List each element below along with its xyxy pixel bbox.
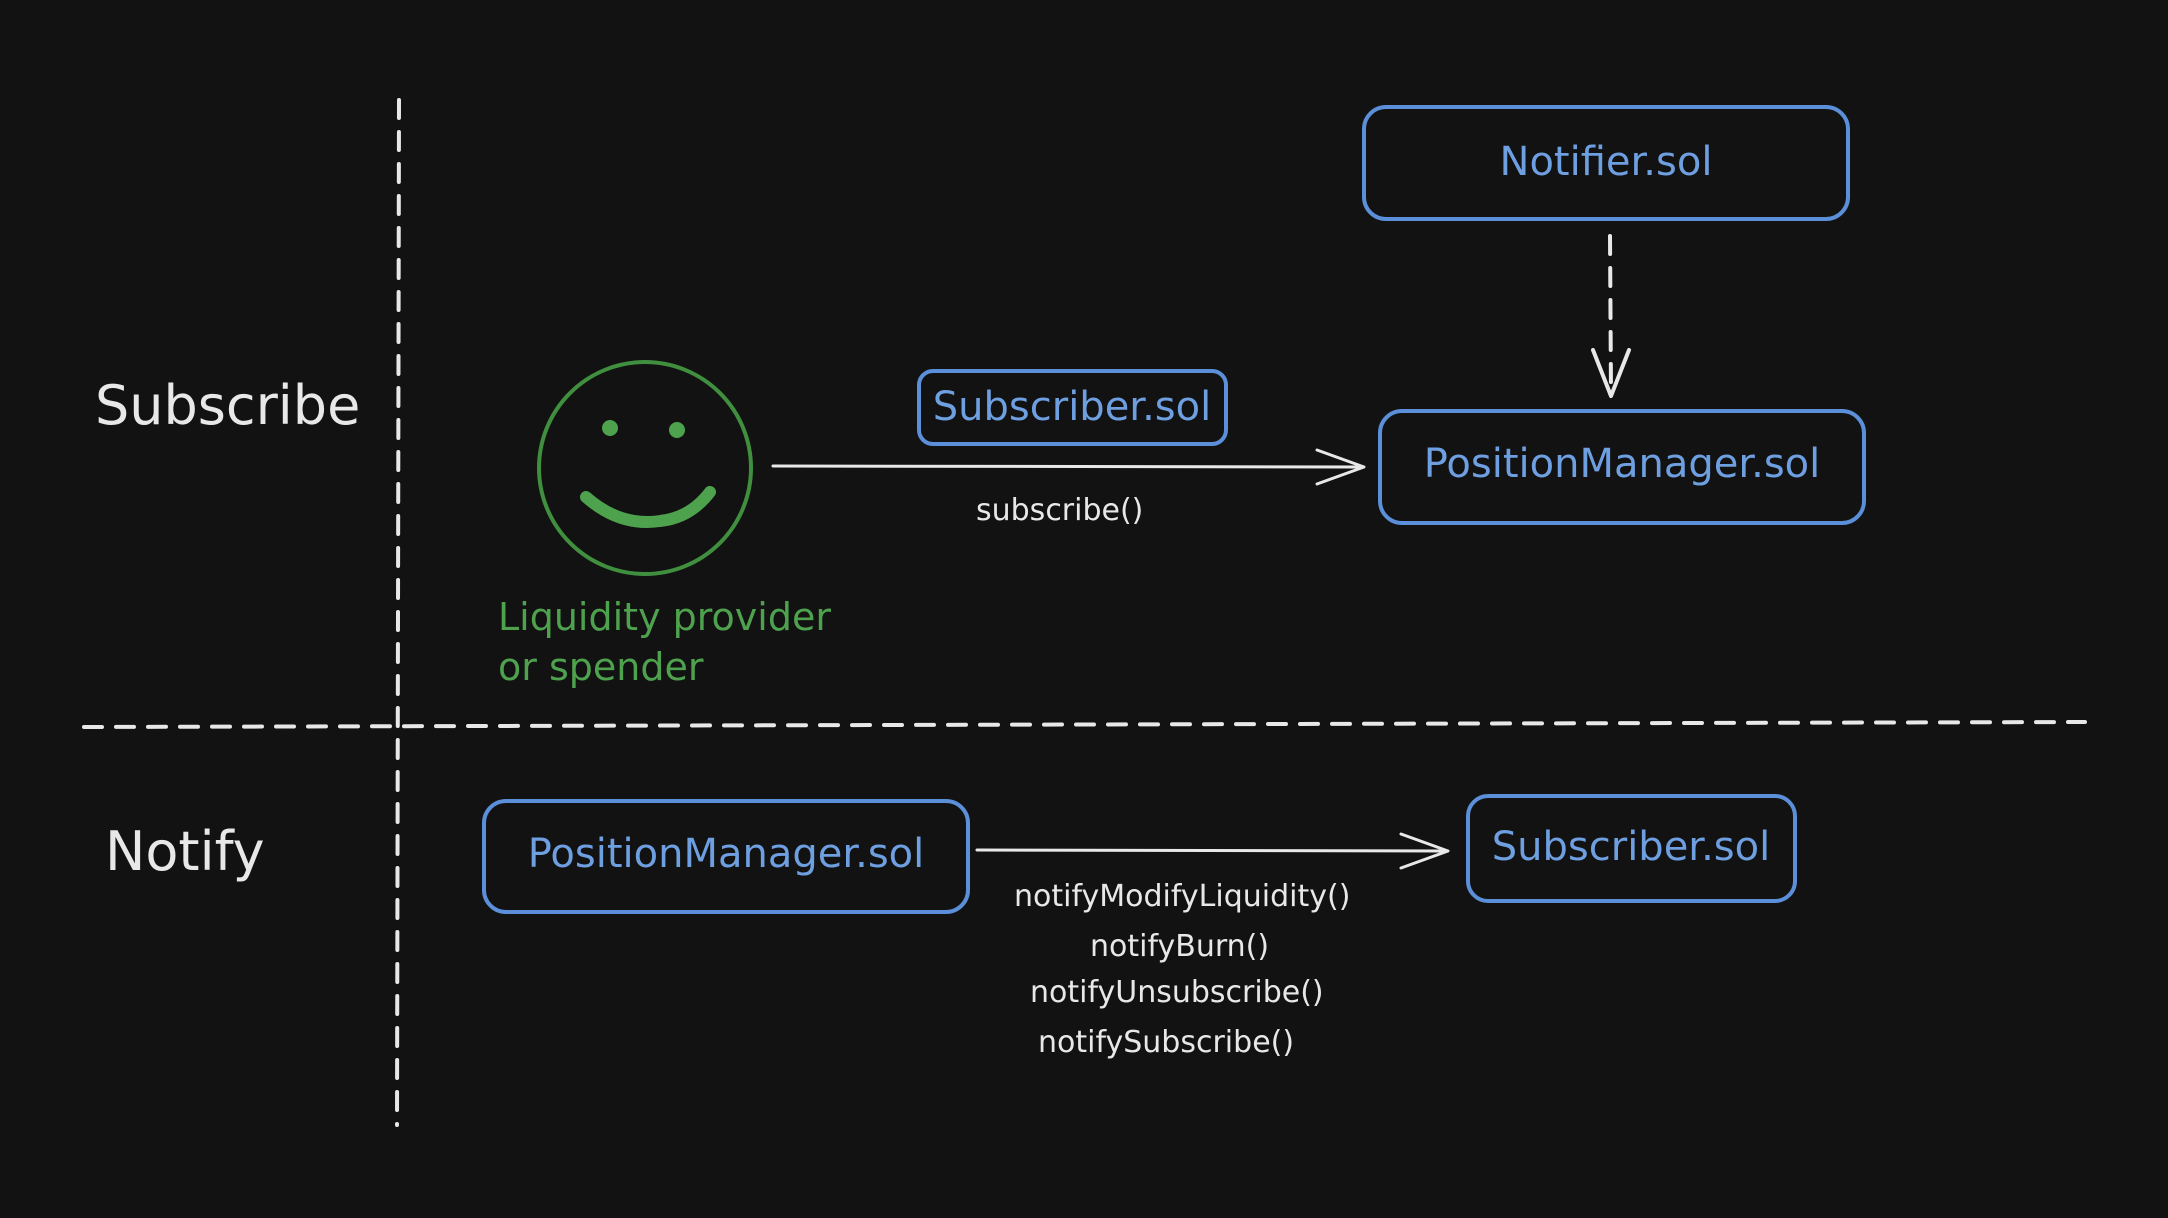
notifier-dependency-arrowhead	[1591, 348, 1631, 398]
actor-label: Liquidity provider or spender	[498, 595, 843, 689]
notify-call-label-1: notifyModifyLiquidity()	[1014, 879, 1350, 914]
lane-label-notify: Notify	[105, 820, 265, 883]
position-manager-box-notify-label: PositionManager.sol	[528, 831, 925, 877]
subscribe-call-label: subscribe()	[976, 493, 1143, 528]
notifier-box: Notifier.sol	[1362, 105, 1850, 221]
vertical-lane-divider	[395, 98, 401, 1127]
position-manager-box-subscribe-label: PositionManager.sol	[1424, 441, 1821, 487]
notify-call-label-3: notifyUnsubscribe()	[1030, 975, 1324, 1010]
notifier-dependency-arrow	[1608, 234, 1613, 394]
subscriber-tag: Subscriber.sol	[917, 369, 1228, 446]
subscribe-arrow	[771, 464, 1364, 469]
actor-label-line-2: or spender	[498, 645, 704, 689]
position-manager-box-notify: PositionManager.sol	[482, 799, 970, 914]
actor-label-line-1: Liquidity provider	[498, 595, 831, 639]
notify-call-label-4: notifySubscribe()	[1038, 1025, 1294, 1060]
notifier-box-label: Notifier.sol	[1500, 139, 1713, 185]
position-manager-box-subscribe: PositionManager.sol	[1378, 409, 1866, 525]
notify-arrowhead	[1399, 832, 1450, 870]
subscriber-tag-label: Subscriber.sol	[933, 384, 1211, 430]
smiley-face-icon	[537, 360, 753, 576]
notify-call-label-2: notifyBurn()	[1090, 929, 1269, 964]
lane-label-subscribe: Subscribe	[95, 374, 360, 437]
notify-arrow	[975, 848, 1448, 853]
subscriber-box-notify-label: Subscriber.sol	[1492, 824, 1770, 870]
subscriber-box-notify: Subscriber.sol	[1466, 794, 1797, 903]
horizontal-lane-divider	[82, 720, 2087, 729]
subscribe-arrowhead	[1315, 448, 1366, 486]
